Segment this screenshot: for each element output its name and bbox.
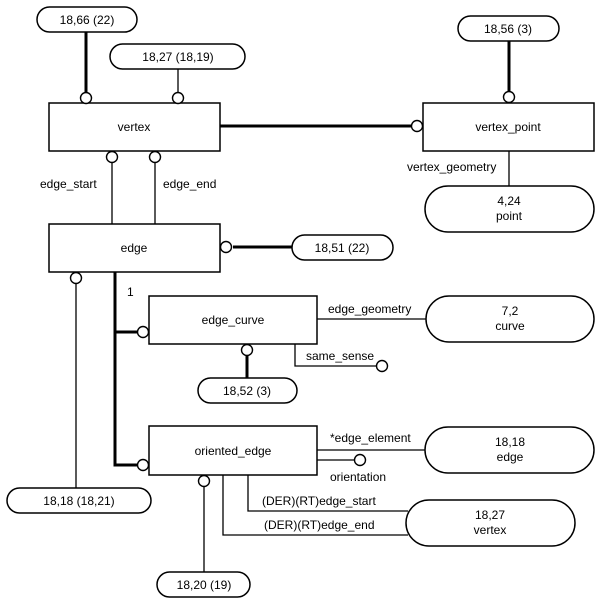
ref-18-18[interactable] xyxy=(6,487,152,514)
type-edge-ref[interactable] xyxy=(424,426,595,474)
entity-edge-curve-label: edge_curve xyxy=(202,313,265,327)
type-edge-ref-line1: 18,18 xyxy=(495,435,525,449)
link-der-edge-end xyxy=(222,475,408,536)
end-circle-edge-start xyxy=(105,150,119,164)
ref-18-66[interactable] xyxy=(36,6,138,33)
type-vertex-ref[interactable] xyxy=(405,499,576,547)
ref-18-20[interactable] xyxy=(156,571,251,598)
label-vertex-geometry: vertex_geometry xyxy=(407,160,496,174)
ref-18-20-label: 18,20 (19) xyxy=(177,578,232,592)
type-curve-line1: 7,2 xyxy=(502,304,519,318)
end-circle-edge-curve-bottom xyxy=(240,343,254,357)
link-der-edge-start xyxy=(247,475,408,512)
type-vertex-ref-line1: 18,27 xyxy=(475,508,505,522)
label-edge-end: edge_end xyxy=(163,177,216,191)
label-der-edge-start: (DER)(RT)edge_start xyxy=(262,494,376,508)
label-subtype-one: 1 xyxy=(127,285,134,299)
entity-oriented-edge-label: oriented_edge xyxy=(195,444,272,458)
entity-edge-curve[interactable] xyxy=(148,295,318,345)
type-point-line2: point xyxy=(496,209,523,223)
ref-18-56[interactable] xyxy=(457,15,560,42)
label-der-edge-end: (DER)(RT)edge_end xyxy=(264,518,375,532)
ref-18-66-label: 18,66 (22) xyxy=(60,13,115,27)
ref-18-18-label: 18,18 (18,21) xyxy=(43,494,114,508)
label-edge-element: *edge_element xyxy=(330,431,411,445)
ref-18-27[interactable] xyxy=(109,43,246,70)
ref-18-27-label: 18,27 (18,19) xyxy=(142,50,213,64)
boolean-circle-orientation xyxy=(353,453,367,467)
label-edge-geometry: edge_geometry xyxy=(328,302,411,316)
end-circle-oriented-edge-left xyxy=(136,458,150,472)
label-orientation: orientation xyxy=(330,470,386,484)
boolean-circle-same-sense xyxy=(375,359,389,373)
entity-edge-label: edge xyxy=(121,241,148,255)
type-curve[interactable] xyxy=(425,295,595,343)
link-same-sense xyxy=(294,343,376,367)
end-circle-edge-right xyxy=(219,240,233,254)
type-curve-line2: curve xyxy=(495,319,525,333)
ref-18-52-label: 18,52 (3) xyxy=(223,384,271,398)
ref-18-56-label: 18,56 (3) xyxy=(484,22,532,36)
end-circle-vertex-point-left xyxy=(410,119,424,133)
entity-vertex[interactable] xyxy=(48,102,221,152)
type-point[interactable] xyxy=(424,185,595,233)
end-circle-vertex-18-66 xyxy=(79,91,93,105)
ref-18-51-label: 18,51 (22) xyxy=(315,241,370,255)
type-point-line1: 4,24 xyxy=(497,194,521,208)
entity-oriented-edge[interactable] xyxy=(148,425,318,476)
link-subtype-oriented-edge xyxy=(113,272,141,467)
end-circle-edge-curve-left xyxy=(136,325,150,339)
label-same-sense: same_sense xyxy=(306,349,374,363)
label-edge-start: edge_start xyxy=(40,177,97,191)
ref-18-52[interactable] xyxy=(197,377,298,404)
end-circle-oriented-edge-bottom xyxy=(197,474,211,488)
end-circle-edge-end xyxy=(148,150,162,164)
ref-18-51[interactable] xyxy=(291,234,394,261)
end-circle-edge-bottom xyxy=(69,271,83,285)
end-circle-vertex-point-top xyxy=(502,90,516,104)
entity-vertex-point-label: vertex_point xyxy=(475,120,541,134)
type-edge-ref-line2: edge xyxy=(497,450,524,464)
entity-vertex-label: vertex xyxy=(118,120,151,134)
type-vertex-ref-line2: vertex xyxy=(474,523,507,537)
end-circle-vertex-18-27 xyxy=(171,91,185,105)
